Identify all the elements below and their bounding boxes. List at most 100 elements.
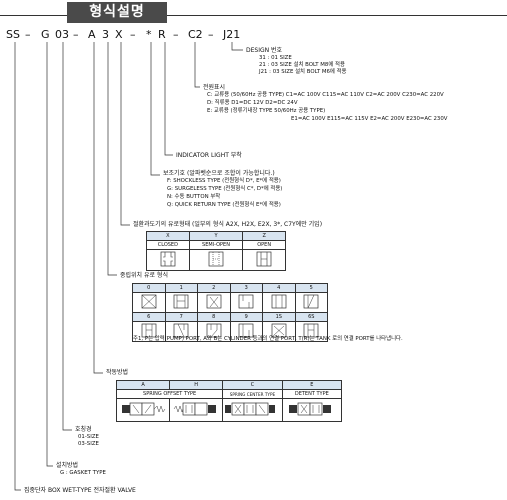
spool-icon bbox=[271, 294, 287, 308]
operation-letter: C bbox=[222, 380, 283, 390]
operation-letter: H bbox=[169, 380, 224, 390]
open-symbol-icon bbox=[256, 251, 272, 266]
center-code: 7 bbox=[164, 312, 198, 322]
port-note: 주1, P는 압력(PUMP) PORT, A와 B는 CYLINDER 등과의… bbox=[133, 336, 403, 342]
code-indicator: R bbox=[158, 28, 166, 41]
spring-offset-h-icon bbox=[173, 402, 217, 415]
indicator-label: INDICATOR LIGHT 부착 bbox=[176, 152, 242, 159]
spool-icon bbox=[303, 323, 319, 337]
center-symbol bbox=[294, 321, 328, 342]
spring-center-icon bbox=[225, 402, 276, 415]
center-code: 2 bbox=[197, 283, 231, 293]
operation-letter: E bbox=[281, 380, 343, 390]
center-symbol bbox=[262, 292, 296, 313]
nominal-item: 01-SIZE bbox=[78, 434, 99, 440]
header-rule bbox=[0, 15, 507, 16]
spool-icon bbox=[206, 323, 222, 337]
series-label: 집중단자 BOX WET-TYPE 전자절환 VALVE bbox=[24, 487, 136, 494]
spool-icon bbox=[238, 294, 254, 308]
power-line: D: 직류용 D1=DC 12V D2=DC 24V bbox=[207, 100, 298, 106]
code-power: C2 bbox=[188, 28, 203, 41]
design-heading: DESIGN 번호 bbox=[246, 47, 283, 54]
transition-symbol bbox=[188, 249, 244, 271]
design-item: 31 : 01 SIZE bbox=[259, 55, 292, 61]
operation-symbol bbox=[115, 398, 171, 422]
code-center: 3 bbox=[102, 28, 109, 41]
transition-letter: Y bbox=[188, 231, 244, 241]
operation-symbol bbox=[281, 398, 343, 422]
semi-open-symbol-icon bbox=[208, 251, 224, 266]
design-item: 21 : 03 SIZE 설치 BOLT M8에 적용 bbox=[259, 62, 345, 68]
aux-line: F: SHOCKLESS TYPE (전원형식 D*, E*에 적용) bbox=[167, 178, 281, 184]
spool-icon bbox=[173, 294, 189, 308]
operation-name: SPRING CENTER TYPE bbox=[222, 389, 283, 399]
transition-heading: 절환과도기의 유로형태 (일부의 형식 A2X, H2X, E2X, 3*, C… bbox=[133, 221, 323, 228]
center-code: 1S bbox=[262, 312, 296, 322]
spool-x-icon bbox=[141, 294, 157, 308]
operation-table: A H C E SPRING OFFSET TYPE SPRING CENTER… bbox=[115, 380, 343, 422]
spool-icon bbox=[303, 294, 319, 308]
center-code: 6 bbox=[132, 312, 166, 322]
transition-name: OPEN bbox=[242, 240, 286, 250]
transition-name: CLOSED bbox=[146, 240, 190, 250]
spool-icon bbox=[206, 294, 222, 308]
center-table: 0 1 2 3 4 5 6 7 8 9 1S 6S bbox=[132, 283, 328, 342]
center-code: 6S bbox=[294, 312, 328, 322]
page-title: 형식설명 bbox=[63, 2, 167, 25]
code-dash: – bbox=[130, 28, 136, 41]
transition-letter: X bbox=[146, 231, 190, 241]
center-symbol bbox=[197, 292, 231, 313]
nominal-item: 03-SIZE bbox=[78, 441, 99, 447]
nominal-heading: 호칭경 bbox=[75, 426, 92, 433]
transition-letter: Z bbox=[242, 231, 286, 241]
center-code: 0 bbox=[132, 283, 166, 293]
transition-name: SEMI-OPEN bbox=[188, 240, 244, 250]
center-symbol bbox=[294, 292, 328, 313]
operation-symbol bbox=[169, 398, 224, 422]
closed-symbol-icon bbox=[160, 251, 176, 266]
code-transition: X bbox=[115, 28, 123, 41]
aux-line: Q: QUICK RETURN TYPE (전원형식 E*에 적용) bbox=[167, 202, 281, 208]
code-mount: G bbox=[41, 28, 50, 41]
aux-heading: 보조기호 (알파벳순으로 조합이 가능합니다.) bbox=[163, 170, 275, 177]
detent-icon bbox=[288, 402, 331, 415]
code-design: J21 bbox=[223, 28, 241, 41]
code-operation: A bbox=[88, 28, 96, 41]
center-symbol bbox=[229, 292, 263, 313]
code-size: 03 bbox=[55, 28, 69, 41]
center-symbol bbox=[229, 321, 263, 342]
center-code: 8 bbox=[197, 312, 231, 322]
spool-icon bbox=[238, 323, 254, 337]
spring-offset-a-icon bbox=[122, 402, 166, 415]
center-code: 9 bbox=[229, 312, 263, 322]
center-heading: 중립위치 유로 형식 bbox=[120, 272, 168, 279]
center-code: 5 bbox=[294, 283, 328, 293]
transition-symbol bbox=[146, 249, 190, 271]
center-code: 3 bbox=[229, 283, 263, 293]
aux-line: N: 수동 BUTTON 부착 bbox=[167, 194, 221, 200]
code-dash: – bbox=[25, 28, 31, 41]
power-heading: 전원표시 bbox=[203, 84, 226, 91]
power-line: E1=AC 100V E115=AC 115V E2=AC 200V E230=… bbox=[291, 116, 448, 122]
power-line: C: 교류용 (50/60Hz 공용 TYPE) C1=AC 100V C115… bbox=[207, 92, 444, 98]
transition-symbol bbox=[242, 249, 286, 271]
code-series: SS bbox=[6, 28, 20, 41]
spool-icon bbox=[271, 323, 287, 337]
mount-item: G : GASKET TYPE bbox=[60, 470, 106, 476]
center-symbol bbox=[132, 292, 166, 313]
center-code: 1 bbox=[164, 283, 198, 293]
spool-icon bbox=[141, 323, 157, 337]
design-item: J21 : 03 SIZE 설치 BOLT M6에 적용 bbox=[259, 69, 347, 75]
code-aux: * bbox=[146, 28, 152, 41]
operation-name: DETENT TYPE bbox=[281, 389, 343, 399]
code-dash: – bbox=[208, 28, 214, 41]
spool-icon bbox=[173, 323, 189, 337]
operation-heading: 작동방법 bbox=[106, 369, 129, 376]
code-dash: – bbox=[173, 28, 179, 41]
center-code: 4 bbox=[262, 283, 296, 293]
mount-heading: 설치방법 bbox=[56, 462, 79, 469]
operation-name: SPRING OFFSET TYPE bbox=[115, 389, 224, 399]
power-line: E: 교류용 (정류기내장 TYPE 50/60Hz 공용 TYPE) bbox=[207, 108, 326, 114]
code-dash: – bbox=[73, 28, 79, 41]
